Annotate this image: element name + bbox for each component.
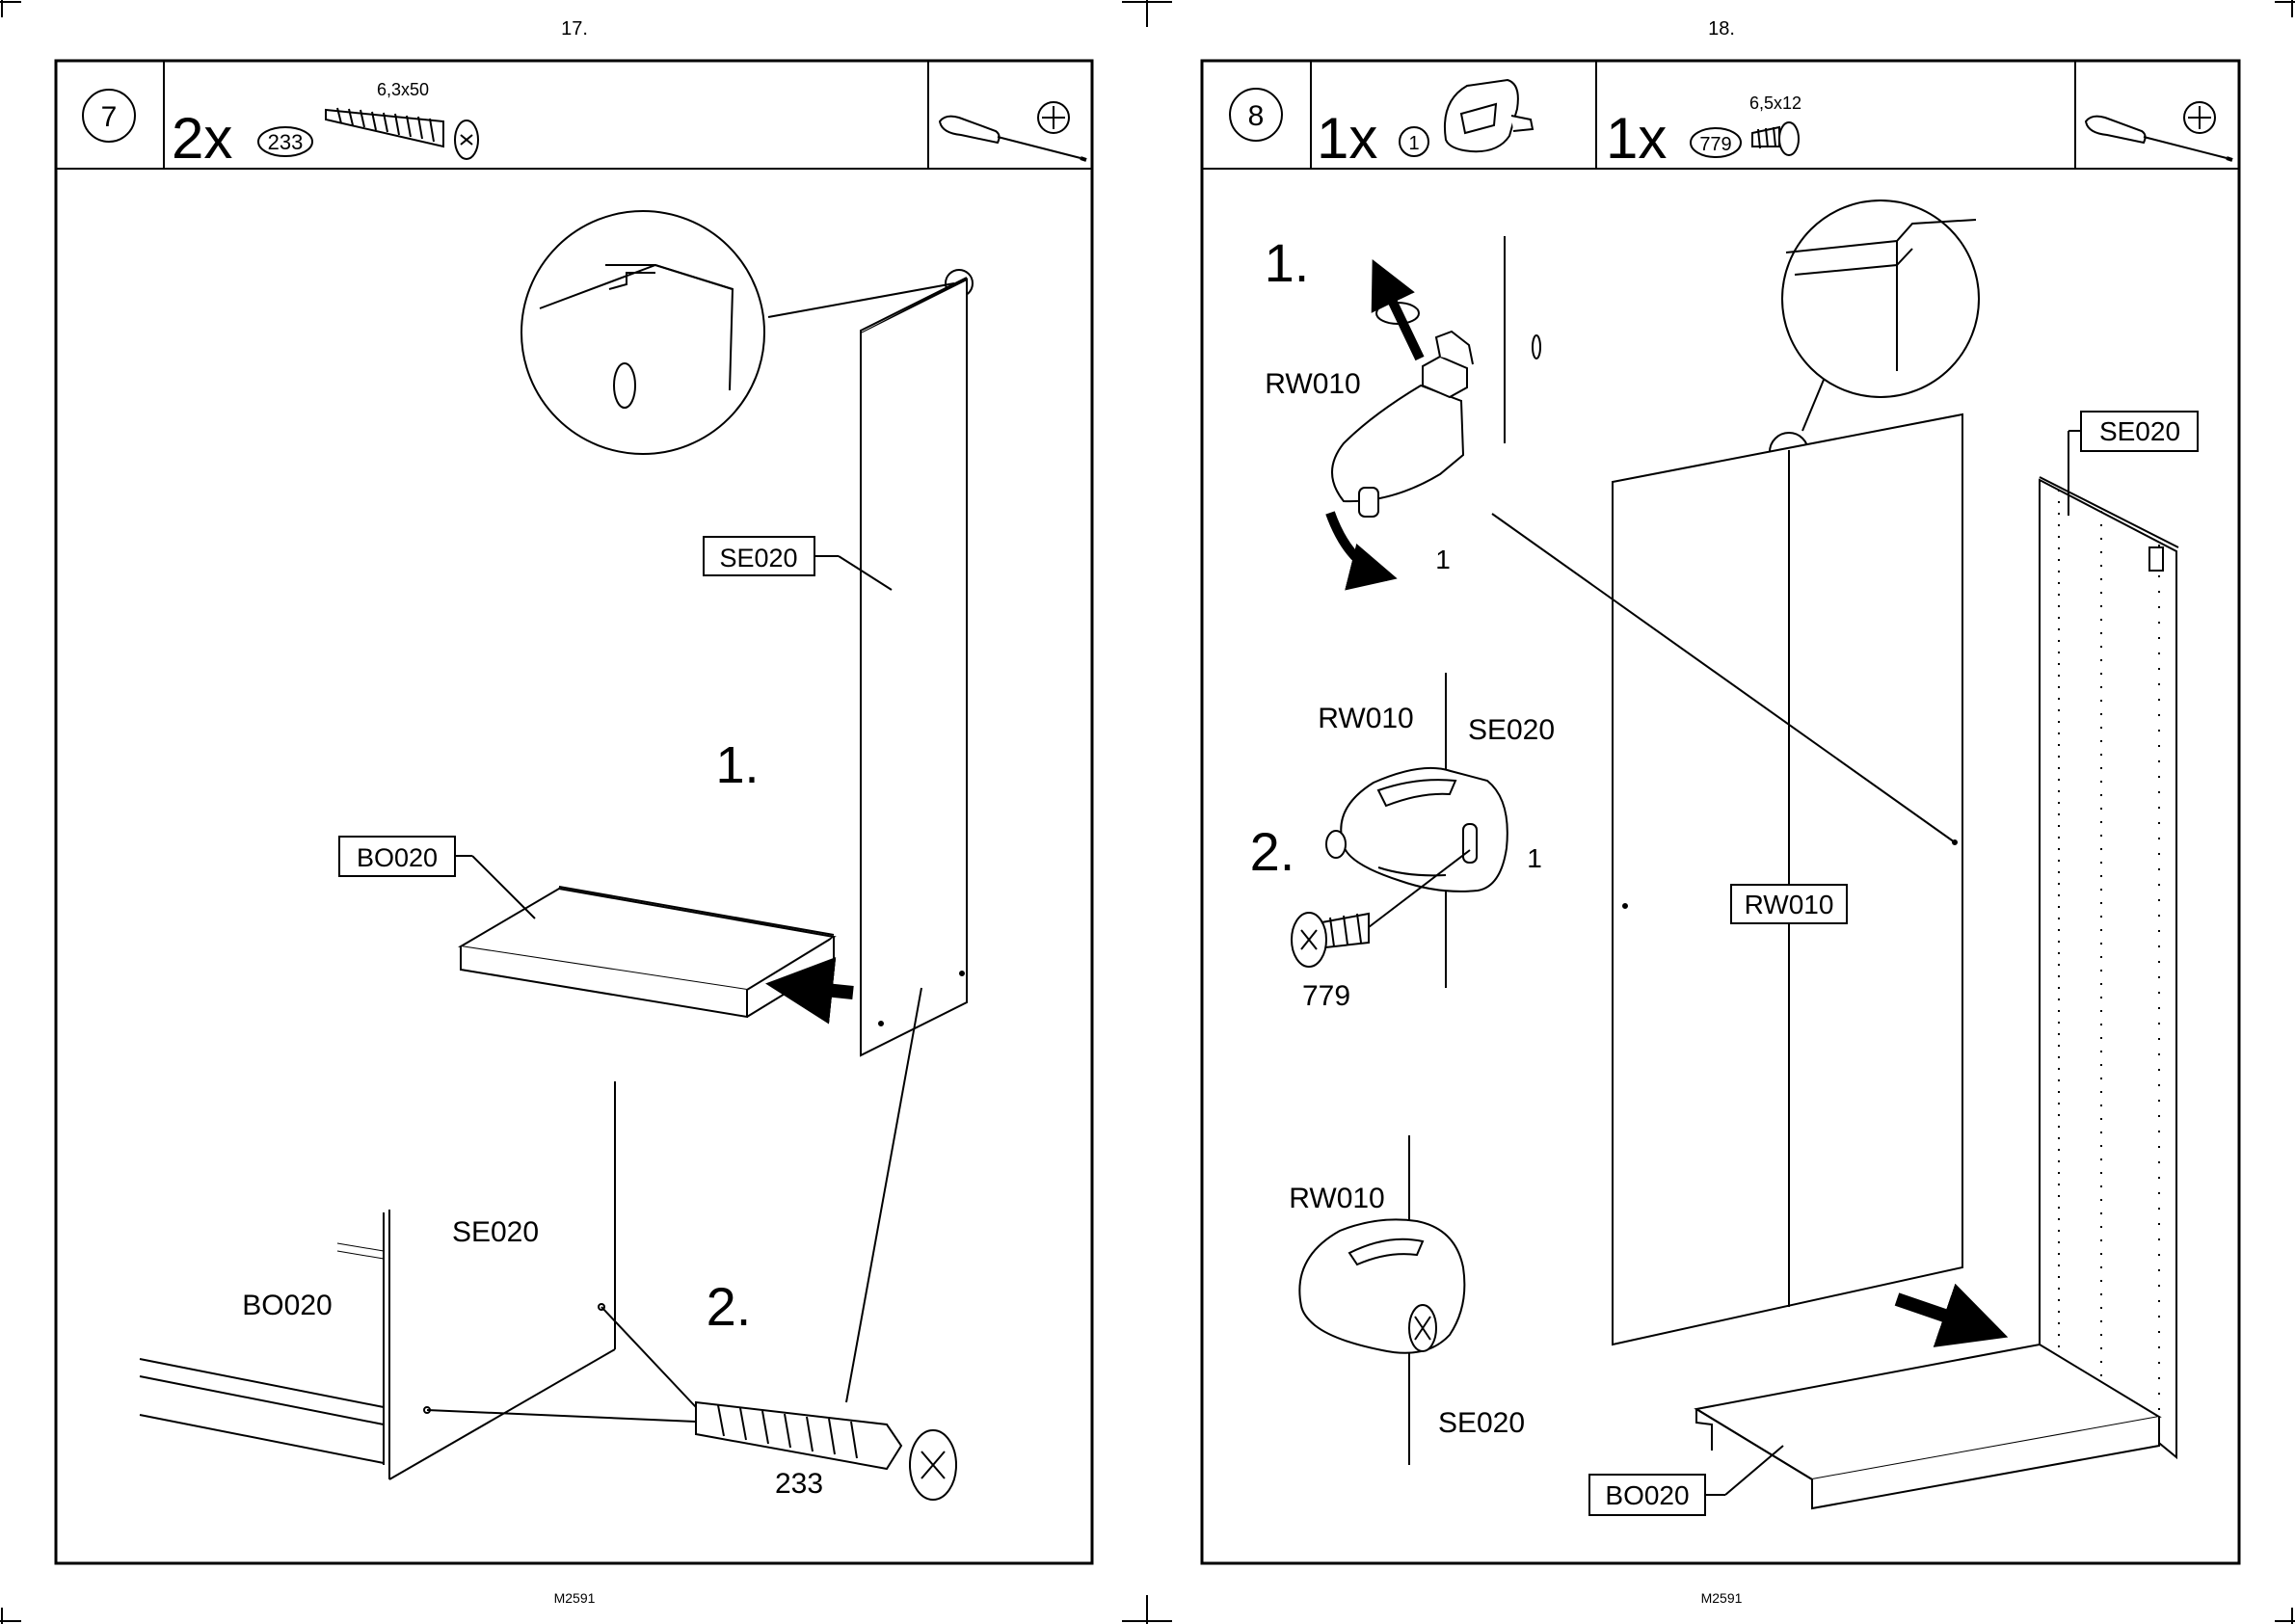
fitting-part-1: 1 [1435, 545, 1451, 574]
label-rw010-text: RW010 [1745, 890, 1834, 919]
page-number: 18. [1708, 18, 1735, 40]
label-bo020-text: BO020 [1605, 1480, 1689, 1510]
part-id: 1 [1408, 133, 1419, 154]
page-18: 18. 8 1x 1 1x 779 6,5x12 [1202, 18, 2239, 1606]
side-panel-se020 [861, 278, 967, 1055]
part-size: 6,5x12 [1749, 93, 1801, 113]
side-panel-se020 [2040, 477, 2178, 1457]
fitting-label-rw010: RW010 [1318, 703, 1414, 734]
step-1-marker: 1. [1265, 232, 1310, 293]
part-size: 6,3x50 [377, 80, 429, 99]
insert-arrow [779, 985, 853, 993]
fitting-label-rw010: RW010 [1265, 368, 1361, 400]
detail-label-se020: SE020 [452, 1216, 539, 1248]
part-id: 233 [268, 130, 304, 154]
shelf-bo020 [461, 887, 834, 1017]
step-2-marker: 2. [707, 1276, 752, 1337]
step-2-marker: 2. [1250, 821, 1295, 882]
long-screw-icon [326, 108, 478, 159]
screw-label-233: 233 [775, 1468, 823, 1500]
detail-label-bo020: BO020 [242, 1290, 332, 1321]
fitting-label-se020: SE020 [1468, 714, 1555, 746]
phillips-screwdriver-icon [940, 102, 1086, 160]
screw-label-779: 779 [1302, 980, 1350, 1012]
fitting-installed [1299, 1219, 1464, 1352]
connector-fitting-icon [1445, 80, 1533, 151]
step-number: 7 [101, 101, 118, 133]
footer-code: M2591 [1701, 1590, 1743, 1606]
fitting-label-se020: SE020 [1438, 1407, 1525, 1439]
part-id: 779 [1699, 134, 1731, 155]
part-quantity: 1x [1606, 106, 1667, 171]
label-se020-text: SE020 [2099, 416, 2180, 446]
label-bo020-text: BO020 [357, 843, 438, 872]
part-quantity: 2x [172, 106, 232, 171]
back-panel-rw010 [1613, 414, 1962, 1344]
rotate-arrow [1330, 513, 1388, 576]
place-arrow [1897, 1299, 1995, 1333]
page-17: 17. 7 2x 233 6,3x50 [56, 18, 1092, 1606]
part-quantity: 1x [1317, 106, 1377, 171]
step-number: 8 [1248, 100, 1265, 132]
phillips-screwdriver-icon [2086, 102, 2232, 160]
short-screw-icon [1752, 122, 1799, 155]
step-1-marker: 1. [715, 736, 759, 794]
page-number: 17. [561, 18, 588, 40]
fitting-step2 [1326, 768, 1508, 892]
label-se020-text: SE020 [719, 544, 797, 572]
footer-code: M2591 [554, 1590, 596, 1606]
fitting-label-rw010: RW010 [1289, 1183, 1385, 1214]
fitting-part-1: 1 [1527, 843, 1542, 873]
screw-233-icon [696, 1402, 956, 1500]
fitting-step1 [1332, 303, 1473, 517]
